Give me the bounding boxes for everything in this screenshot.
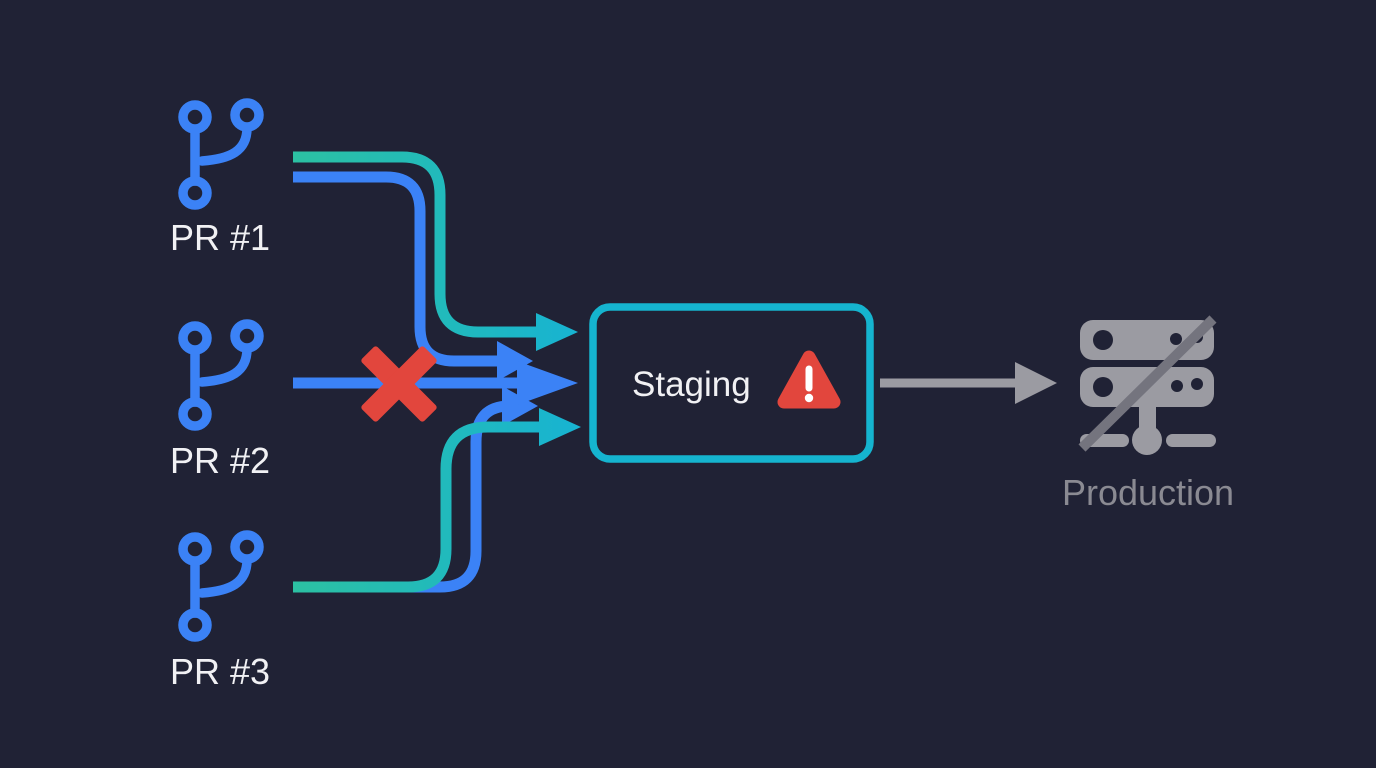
production-label: Production — [1062, 472, 1234, 513]
pr3-branch-line-blue — [293, 400, 511, 593]
pr1-ci-line-teal — [293, 151, 538, 338]
staging-to-production-arrow — [880, 362, 1057, 404]
pr2-label: PR #2 — [170, 440, 270, 481]
pr3-ci-line-teal — [293, 421, 541, 593]
pr3-teal-arrowhead-icon — [539, 408, 581, 446]
staging-label: Staging — [632, 365, 751, 404]
gray-arrowhead-icon — [1015, 362, 1057, 404]
pr1-label: PR #1 — [170, 217, 270, 258]
red-x-icon — [361, 346, 437, 422]
staging-box — [589, 303, 874, 463]
server-icon — [1078, 315, 1217, 455]
pr1-teal-arrowhead-icon — [536, 313, 578, 351]
blocked-slash-icon — [1078, 315, 1217, 452]
pr3-blue-arrowhead-icon — [502, 386, 538, 426]
pr1-blue-arrowhead-icon — [497, 341, 533, 381]
pr2-blue-arrowhead-icon — [517, 361, 578, 405]
pr3-label: PR #3 — [170, 651, 270, 692]
pr1-branch-line-blue — [293, 171, 499, 367]
warning-triangle-icon — [777, 350, 841, 409]
